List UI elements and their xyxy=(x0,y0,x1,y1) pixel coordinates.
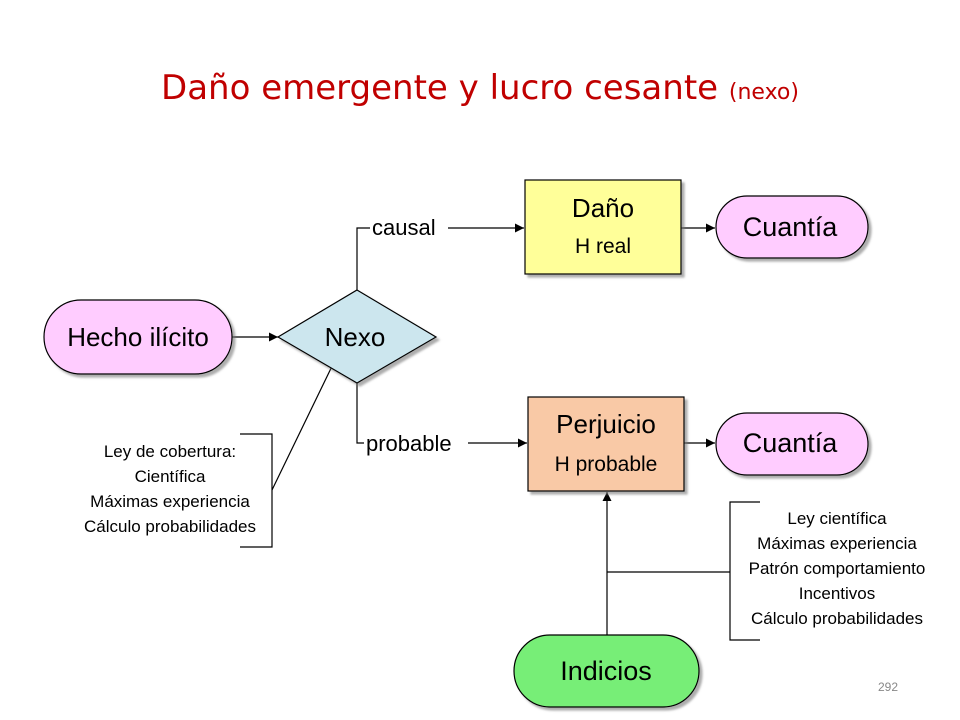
perjuicio-label-1: Perjuicio xyxy=(556,409,656,439)
page-title: Daño emergente y lucro cesante (nexo) xyxy=(0,68,960,108)
dano-label-1: Daño xyxy=(572,193,634,223)
right-bracket-line-5: Cálculo probabilidades xyxy=(750,609,923,628)
right-bracket-line-4: Incentivos xyxy=(798,584,876,603)
perjuicio-node xyxy=(527,396,685,492)
left-bracket xyxy=(240,433,273,548)
causal-label-bg xyxy=(370,212,448,240)
perjuicio-label-2: H probable xyxy=(555,453,658,476)
connector-probable xyxy=(356,383,527,448)
right-bracket-line-1: Ley científica xyxy=(787,509,887,528)
indicios-node xyxy=(513,634,700,708)
causal-label: causal xyxy=(372,215,436,240)
cuantia-bottom-label: Cuantía xyxy=(743,428,839,458)
dano-label-2: H real xyxy=(575,235,631,258)
left-bracket-line-2: Científica xyxy=(134,467,206,486)
hecho-ilicito-label: Hecho ilícito xyxy=(67,322,209,352)
hecho-ilicito-node xyxy=(43,299,233,375)
dano-node xyxy=(524,179,682,275)
left-bracket-line-1: Ley de cobertura: xyxy=(103,442,237,461)
cuantia-top-node xyxy=(715,195,869,259)
indicios-label: Indicios xyxy=(560,656,652,686)
left-bracket-text: Ley de cobertura: Científica Máximas exp… xyxy=(60,439,280,539)
title-main: Daño emergente y lucro cesante xyxy=(161,68,719,108)
probable-label-bg xyxy=(364,428,468,456)
nexo-label: Nexo xyxy=(325,322,386,352)
left-bracket-line-3: Máximas experiencia xyxy=(90,492,250,511)
right-bracket-text: Ley científica Máximas experiencia Patró… xyxy=(730,506,944,631)
left-bracket-line-4: Cálculo probabilidades xyxy=(83,517,256,536)
page-number: 292 xyxy=(878,680,899,694)
right-bracket-line-3: Patrón comportamiento xyxy=(748,559,926,578)
connector-causal xyxy=(356,223,524,290)
cuantia-top-label: Cuantía xyxy=(743,212,839,242)
connector-left-bracket xyxy=(271,357,337,491)
right-bracket-line-2: Máximas experiencia xyxy=(757,534,917,553)
cuantia-bottom-node xyxy=(715,412,869,476)
probable-label: probable xyxy=(366,431,452,456)
right-bracket xyxy=(729,501,760,641)
title-sub: (nexo) xyxy=(728,80,799,105)
nexo-node xyxy=(276,289,438,384)
